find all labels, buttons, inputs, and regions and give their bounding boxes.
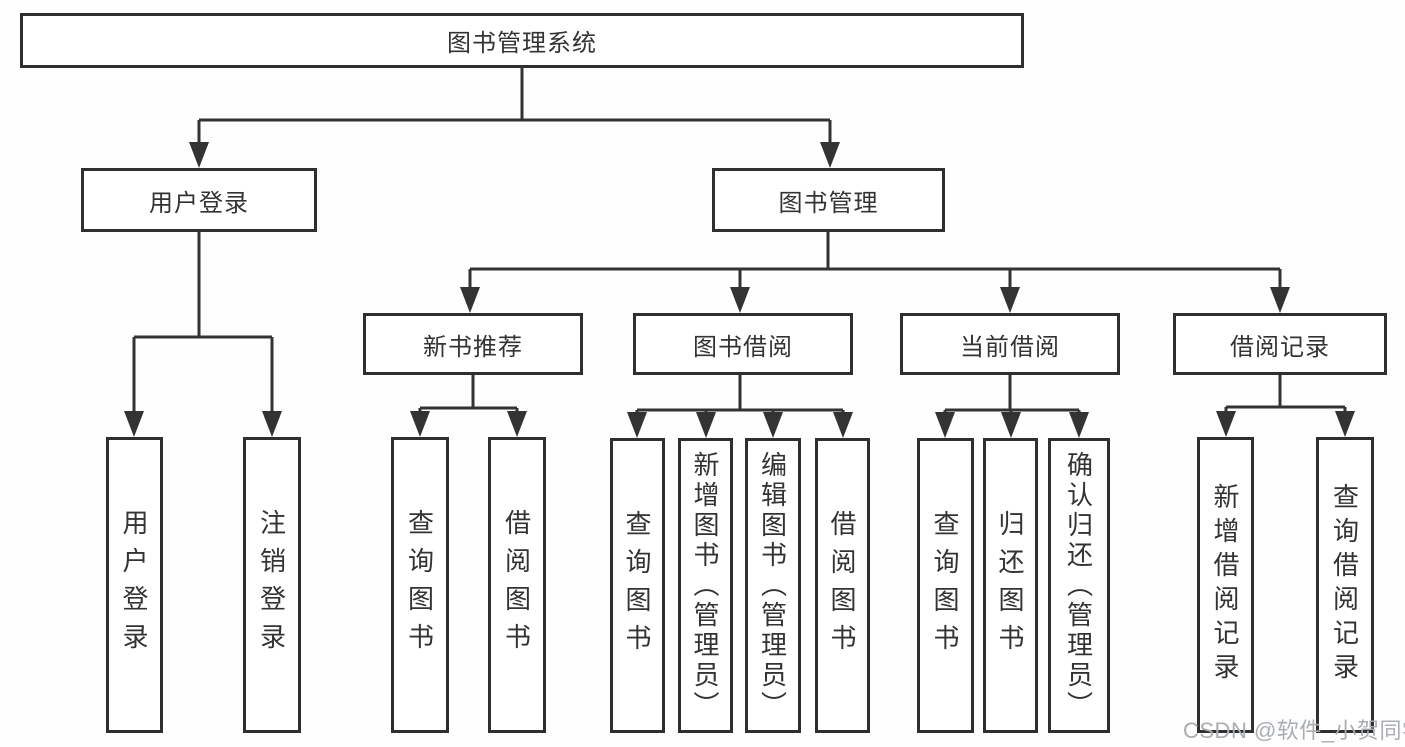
- node-label: 确认归还（管理员）: [1063, 450, 1094, 721]
- node-book-management: 图书管理: [712, 168, 945, 232]
- node-library-management-system: 图书管理系统: [20, 13, 1024, 68]
- node-new-book-recommendation: 新书推荐: [363, 313, 583, 375]
- node-label: 借阅图书: [501, 509, 532, 661]
- node-label: 新增图书（管理员）: [690, 450, 720, 721]
- csdn-watermark: CSDN @软件_小贺同学: [1183, 718, 1405, 743]
- node-label: 查询图书: [622, 509, 652, 662]
- leaf-confirm-return-admin: 确认归还（管理员）: [1048, 438, 1110, 733]
- node-borrowing-records: 借阅记录: [1173, 313, 1387, 375]
- node-label: 查询借阅记录: [1329, 483, 1360, 687]
- leaf-query-books-borrow: 查询图书: [610, 438, 665, 733]
- leaf-add-books-admin: 新增图书（管理员）: [678, 438, 733, 733]
- leaf-query-borrow-record: 查询借阅记录: [1316, 437, 1374, 733]
- leaf-borrow-books-recommend: 借阅图书: [488, 437, 546, 733]
- leaf-query-books-recommend: 查询图书: [391, 437, 449, 733]
- node-label: 图书管理: [778, 189, 879, 217]
- leaf-add-borrow-record: 新增借阅记录: [1197, 437, 1254, 733]
- leaf-borrow-books: 借阅图书: [815, 438, 870, 733]
- node-user-login: 用户登录: [81, 168, 317, 232]
- node-label: 借阅记录: [1230, 333, 1330, 361]
- node-label: 借阅图书: [827, 509, 857, 662]
- leaf-query-books-current: 查询图书: [917, 438, 974, 733]
- node-label: 图书借阅: [693, 333, 793, 361]
- node-label: 用户登录: [119, 509, 149, 661]
- node-book-borrowing: 图书借阅: [633, 313, 853, 375]
- leaf-return-books: 归还图书: [983, 438, 1038, 733]
- leaf-logout: 注销登录: [243, 437, 301, 733]
- leaf-edit-books-admin: 编辑图书（管理员）: [745, 438, 801, 733]
- node-label: 查询图书: [930, 509, 960, 662]
- leaf-user-login: 用户登录: [106, 437, 163, 733]
- node-label: 当前借阅: [960, 333, 1060, 361]
- node-label: 新增借阅记录: [1210, 483, 1240, 687]
- node-label: 新书推荐: [423, 333, 523, 361]
- node-label: 图书管理系统: [447, 30, 597, 57]
- node-label: 归还图书: [995, 509, 1025, 662]
- node-label: 用户登录: [149, 189, 249, 217]
- node-label: 查询图书: [404, 509, 435, 661]
- node-current-borrowing: 当前借阅: [900, 313, 1120, 375]
- node-label: 注销登录: [256, 509, 287, 661]
- node-label: 编辑图书（管理员）: [757, 450, 788, 721]
